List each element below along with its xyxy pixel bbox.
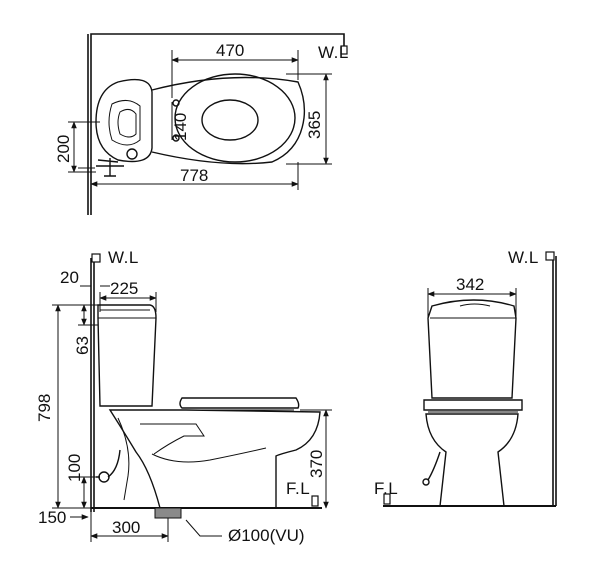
top-view: W.L 470 365 140 200 778 (54, 33, 349, 215)
side-tank (97, 304, 157, 407)
front-bowl (425, 413, 519, 507)
side-fl-label: F.L (286, 479, 310, 498)
top-bowl (151, 76, 306, 165)
front-dim-342: 342 (456, 275, 484, 294)
side-dim-225: 225 (110, 279, 138, 298)
top-view-wall (87, 33, 345, 215)
side-dim-370: 370 (307, 450, 326, 478)
side-dim-outlet-diameter: Ø100(VU) (228, 526, 305, 545)
top-dim-200: 200 (54, 135, 73, 163)
side-view: W.L F.L 20 225 63 798 (35, 248, 332, 545)
side-wl-label: W.L (108, 248, 139, 267)
front-view: W.L F.L 342 (374, 248, 557, 507)
front-view-wall (552, 256, 557, 506)
top-dim-140: 140 (171, 113, 190, 141)
side-view-wall (90, 258, 95, 512)
side-dim-150: 150 (38, 508, 66, 527)
side-dim-100: 100 (65, 454, 84, 482)
side-dim-300: 300 (112, 518, 140, 537)
side-seat (179, 397, 300, 409)
top-tank (95, 78, 153, 163)
front-wl-label: W.L (508, 248, 539, 267)
top-dim-470: 470 (216, 41, 244, 60)
side-dim-798: 798 (35, 394, 54, 422)
top-dim-365: 365 (305, 111, 324, 139)
side-bowl (108, 409, 321, 509)
side-dim-20: 20 (60, 268, 79, 287)
top-seat (174, 73, 296, 163)
front-seat (423, 399, 523, 411)
top-wl-label: W.L (318, 43, 349, 62)
side-outlet (154, 507, 182, 519)
front-tank (427, 299, 517, 399)
side-dim-63: 63 (73, 336, 92, 355)
top-dim-778: 778 (180, 166, 208, 185)
front-fl-label: F.L (374, 479, 398, 498)
